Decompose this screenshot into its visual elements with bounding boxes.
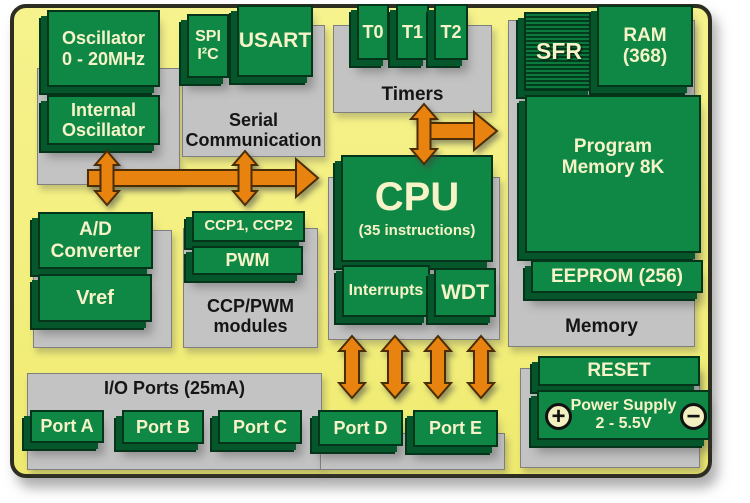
bus-arrow-oscillator-serial-to-cpu-icon	[87, 149, 320, 207]
minus-terminal-icon: −	[680, 403, 707, 430]
bus-arrows-cpu-io-ports-icon	[336, 334, 497, 400]
block-usart: USART	[237, 5, 313, 77]
reset-label: RESET	[587, 360, 651, 382]
block-cpu: CPU (35 instructions)	[341, 155, 493, 262]
block-wdt: WDT	[434, 268, 496, 317]
cpu-subtitle: (35 instructions)	[358, 222, 476, 240]
plus-terminal-icon: +	[545, 403, 572, 430]
block-port-d: Port D	[318, 410, 403, 446]
block-oscillator: Oscillator 0 - 20MHz	[47, 10, 160, 87]
block-port-e: Port E	[413, 410, 498, 447]
vref-label: Vref	[76, 286, 114, 309]
block-ad-converter: A/D Converter	[38, 212, 153, 269]
power-supply-label: Power Supply 2 - 5.5V	[570, 397, 677, 432]
ram-label: RAM (368)	[622, 24, 668, 67]
usart-label: USART	[238, 29, 312, 53]
port-b-label: Port B	[136, 416, 190, 437]
port-e-label: Port E	[428, 418, 482, 439]
program-memory-label: Program Memory 8K	[561, 135, 665, 178]
timer0-label: T0	[362, 21, 384, 42]
block-internal-oscillator: Internal Oscillator	[47, 95, 160, 145]
timer1-label: T1	[401, 21, 423, 42]
sfr-label: SFR	[536, 37, 582, 64]
block-sfr: SFR	[524, 12, 594, 91]
pwm-label: PWM	[225, 250, 270, 271]
oscillator-label: Oscillator 0 - 20MHz	[61, 28, 146, 69]
timer2-label: T2	[440, 21, 462, 42]
block-timer1: T1	[396, 4, 429, 60]
minus-glyph: −	[686, 402, 701, 430]
internal-oscillator-label: Internal Oscillator	[61, 99, 146, 140]
eeprom-label: EEPROM (256)	[551, 265, 683, 287]
wdt-label: WDT	[441, 280, 489, 304]
ccp1-ccp2-label: CCP1, CCP2	[204, 217, 293, 235]
serial-communication-label: Serial Communication	[185, 110, 322, 151]
port-c-label: Port C	[233, 416, 287, 437]
block-eeprom: EEPROM (256)	[531, 260, 703, 293]
block-program-memory: Program Memory 8K	[525, 95, 701, 253]
block-vref: Vref	[38, 274, 152, 322]
block-ram: RAM (368)	[597, 5, 693, 87]
block-port-c: Port C	[218, 410, 302, 444]
block-timer0: T0	[357, 4, 389, 60]
timers-label: Timers	[381, 84, 444, 105]
io-ports-label: I/O Ports (25mA)	[103, 378, 246, 398]
block-port-a: Port A	[30, 410, 104, 443]
port-d-label: Port D	[333, 417, 388, 438]
block-power-supply: + Power Supply 2 - 5.5V −	[537, 390, 710, 440]
cpu-title: CPU	[374, 175, 460, 220]
block-timer2: T2	[434, 4, 468, 60]
port-a-label: Port A	[40, 416, 94, 437]
block-reset: RESET	[538, 356, 700, 386]
block-interrupts: Interrupts	[342, 265, 430, 317]
ccp-pwm-modules-label: CCP/PWM modules	[207, 296, 294, 337]
block-spi-i2c: SPI I²C	[187, 14, 229, 78]
memory-label: Memory	[565, 316, 638, 337]
interrupts-label: Interrupts	[348, 282, 424, 300]
spi-i2c-label: SPI I²C	[195, 28, 221, 63]
bus-arrow-timers-cpu-memory-icon	[408, 102, 499, 166]
block-ccp1-ccp2: CCP1, CCP2	[192, 211, 305, 242]
plus-glyph: +	[551, 402, 566, 430]
block-pwm: PWM	[192, 246, 303, 275]
ad-converter-label: A/D Converter	[50, 219, 141, 262]
block-port-b: Port B	[122, 410, 204, 444]
